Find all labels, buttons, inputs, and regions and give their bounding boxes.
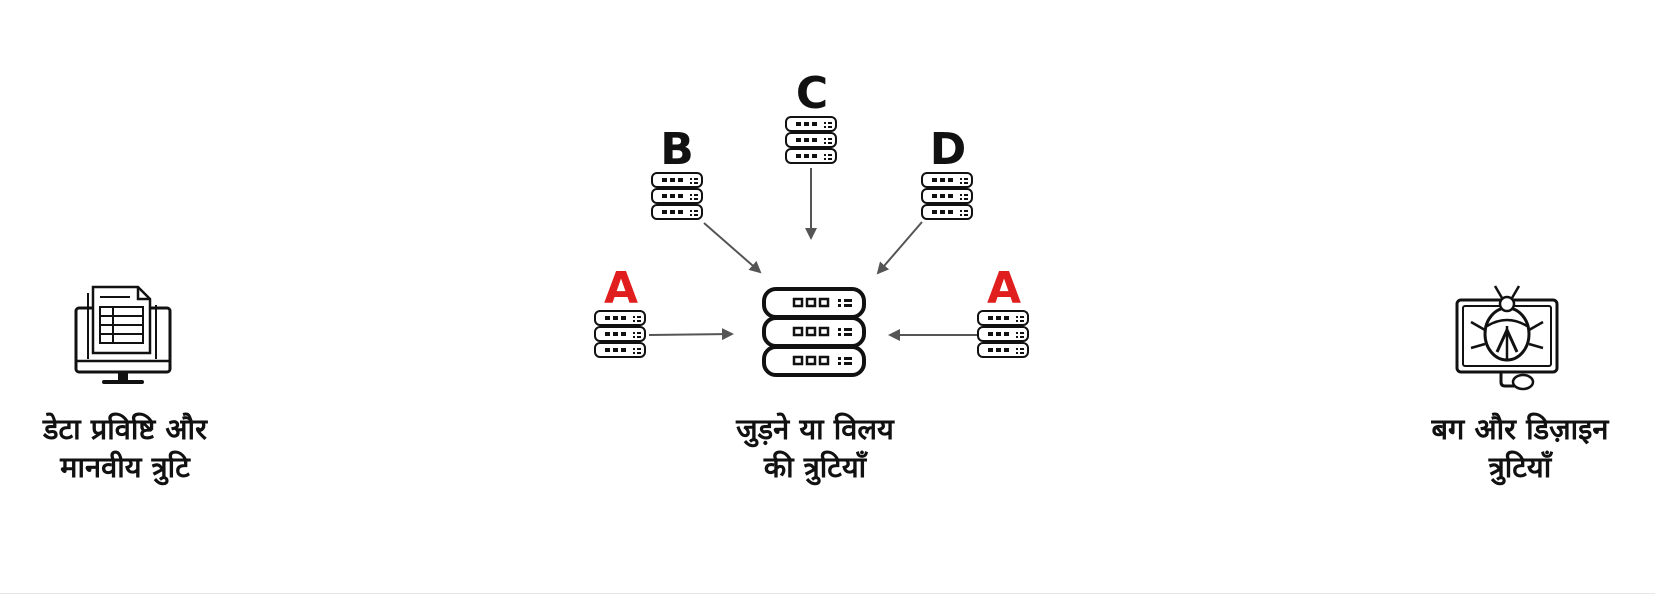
arrow-d bbox=[876, 221, 923, 275]
caption-bug-design-errors: बग और डिज़ाइन त्रुटियाँ bbox=[1385, 410, 1655, 486]
caption-line: बग और डिज़ाइन bbox=[1431, 412, 1609, 446]
database-a-left-icon bbox=[594, 310, 646, 358]
source-label-a-right: A bbox=[987, 263, 1021, 314]
monitor-bug-icon bbox=[1455, 285, 1559, 391]
bottom-divider bbox=[0, 593, 1655, 594]
merge-diagram: A B C D A bbox=[594, 68, 1029, 377]
caption-data-entry-human-error: डेटा प्रविष्टि और मानवीय त्रुटि bbox=[0, 410, 250, 486]
arrow-a-left bbox=[648, 328, 734, 341]
source-label-a-left: A bbox=[604, 263, 638, 314]
caption-line: की त्रुटियाँ bbox=[763, 450, 867, 484]
database-b-icon bbox=[651, 172, 703, 220]
source-label-d: D bbox=[930, 124, 967, 175]
arrow-b bbox=[703, 222, 762, 274]
database-d-icon bbox=[921, 172, 973, 220]
source-label-c: C bbox=[796, 68, 828, 119]
database-server-icon bbox=[762, 287, 866, 377]
monitor-spreadsheet-icon bbox=[74, 285, 172, 384]
caption-join-merge-errors: जुड़ने या विलय की त्रुटियाँ bbox=[675, 410, 955, 486]
caption-line: मानवीय त्रुटि bbox=[60, 450, 190, 484]
caption-line: डेटा प्रविष्टि और bbox=[43, 412, 207, 446]
caption-line: त्रुटियाँ bbox=[1488, 450, 1552, 484]
source-label-b: B bbox=[660, 124, 694, 175]
database-c-icon bbox=[785, 116, 837, 164]
database-a-right-icon bbox=[977, 310, 1029, 358]
caption-line: जुड़ने या विलय bbox=[736, 412, 894, 446]
